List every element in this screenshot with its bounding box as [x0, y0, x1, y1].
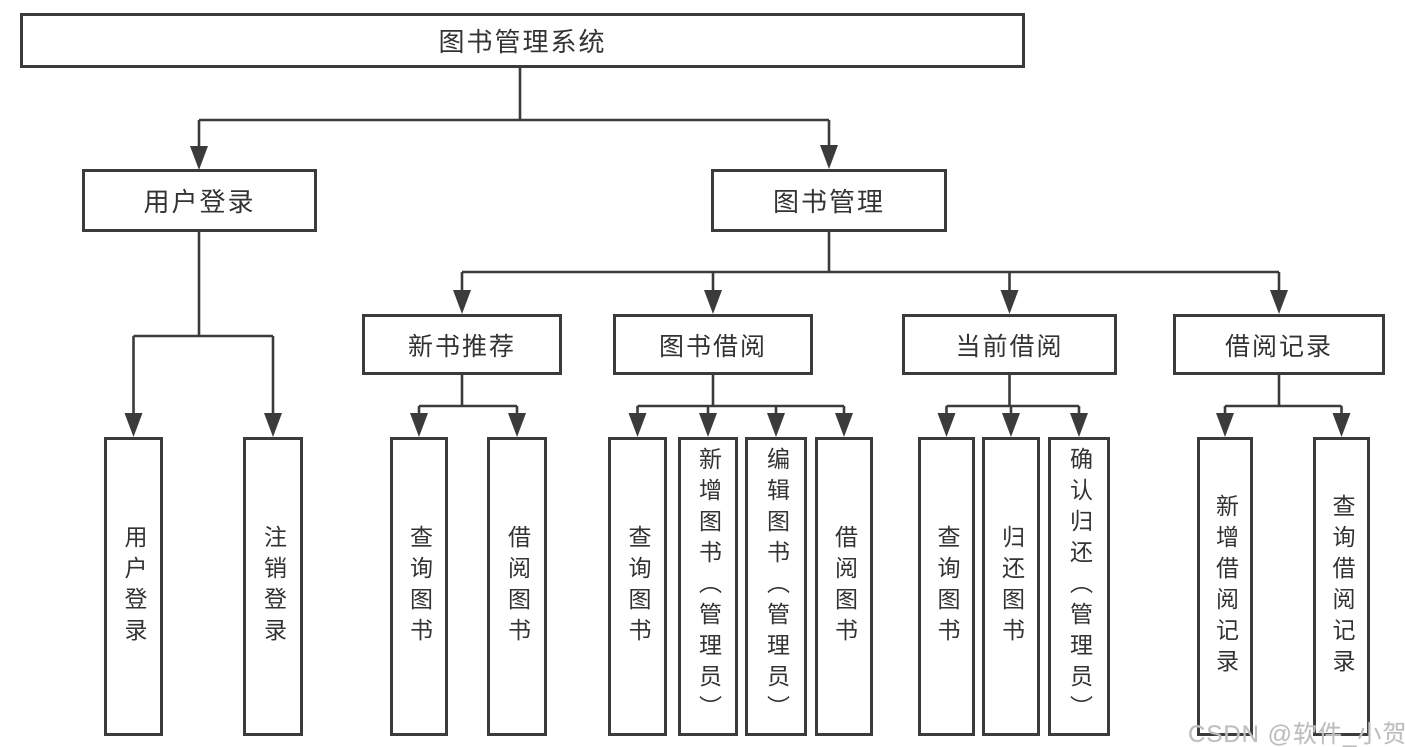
node-library-system: 图书管理系统: [20, 13, 1025, 68]
leaf-edit-book-admin: 编辑图书（管理员）: [745, 437, 807, 736]
leaf-borrow-books-1-label: 借阅图书: [504, 524, 531, 649]
node-new-book-recommend-label: 新书推荐: [407, 332, 516, 361]
leaf-borrow-books-2: 借阅图书: [815, 437, 873, 736]
leaf-add-borrow-record: 新增借阅记录: [1197, 437, 1253, 736]
node-book-management: 图书管理: [711, 169, 947, 232]
node-new-book-recommend: 新书推荐: [362, 314, 562, 375]
leaf-confirm-return-admin-label: 确认归还（管理员）: [1066, 447, 1093, 726]
node-book-management-label: 图书管理: [772, 187, 885, 217]
leaf-return-books-label: 归还图书: [998, 524, 1025, 649]
leaf-query-books-3-label: 查询图书: [934, 524, 960, 649]
node-book-borrowing-label: 图书借阅: [658, 332, 767, 361]
node-borrow-records-label: 借阅记录: [1224, 332, 1333, 361]
leaf-query-books-1: 查询图书: [390, 437, 448, 736]
node-borrow-records: 借阅记录: [1173, 314, 1385, 375]
leaf-query-books-2: 查询图书: [608, 437, 667, 736]
leaf-logout-label: 注销登录: [260, 524, 287, 649]
leaf-confirm-return-admin: 确认归还（管理员）: [1048, 437, 1110, 736]
leaf-user-login: 用户登录: [104, 437, 163, 736]
leaf-logout: 注销登录: [243, 437, 303, 736]
leaf-return-books: 归还图书: [982, 437, 1040, 736]
leaf-edit-book-admin-label: 编辑图书（管理员）: [763, 447, 790, 726]
leaf-query-borrow-record-label: 查询借阅记录: [1329, 493, 1355, 680]
leaf-add-borrow-record-label: 新增借阅记录: [1212, 493, 1239, 680]
csdn-watermark: CSDN @软件_小贺同学: [1188, 721, 1405, 747]
node-current-borrowing: 当前借阅: [902, 314, 1117, 375]
node-user-login: 用户登录: [82, 169, 317, 232]
leaf-query-books-1-label: 查询图书: [406, 524, 433, 649]
node-current-borrowing-label: 当前借阅: [955, 332, 1064, 361]
node-user-login-label: 用户登录: [143, 187, 256, 217]
leaf-add-book-admin: 新增图书（管理员）: [678, 437, 738, 736]
node-library-system-label: 图书管理系统: [438, 27, 607, 57]
leaf-borrow-books-2-label: 借阅图书: [831, 524, 858, 649]
leaf-user-login-label: 用户登录: [121, 524, 147, 649]
leaf-add-book-admin-label: 新增图书（管理员）: [695, 447, 722, 726]
node-book-borrowing: 图书借阅: [613, 314, 813, 375]
leaf-query-books-3: 查询图书: [918, 437, 975, 736]
leaf-query-books-2-label: 查询图书: [625, 524, 651, 649]
leaf-borrow-books-1: 借阅图书: [487, 437, 547, 736]
leaf-query-borrow-record: 查询借阅记录: [1313, 437, 1370, 736]
